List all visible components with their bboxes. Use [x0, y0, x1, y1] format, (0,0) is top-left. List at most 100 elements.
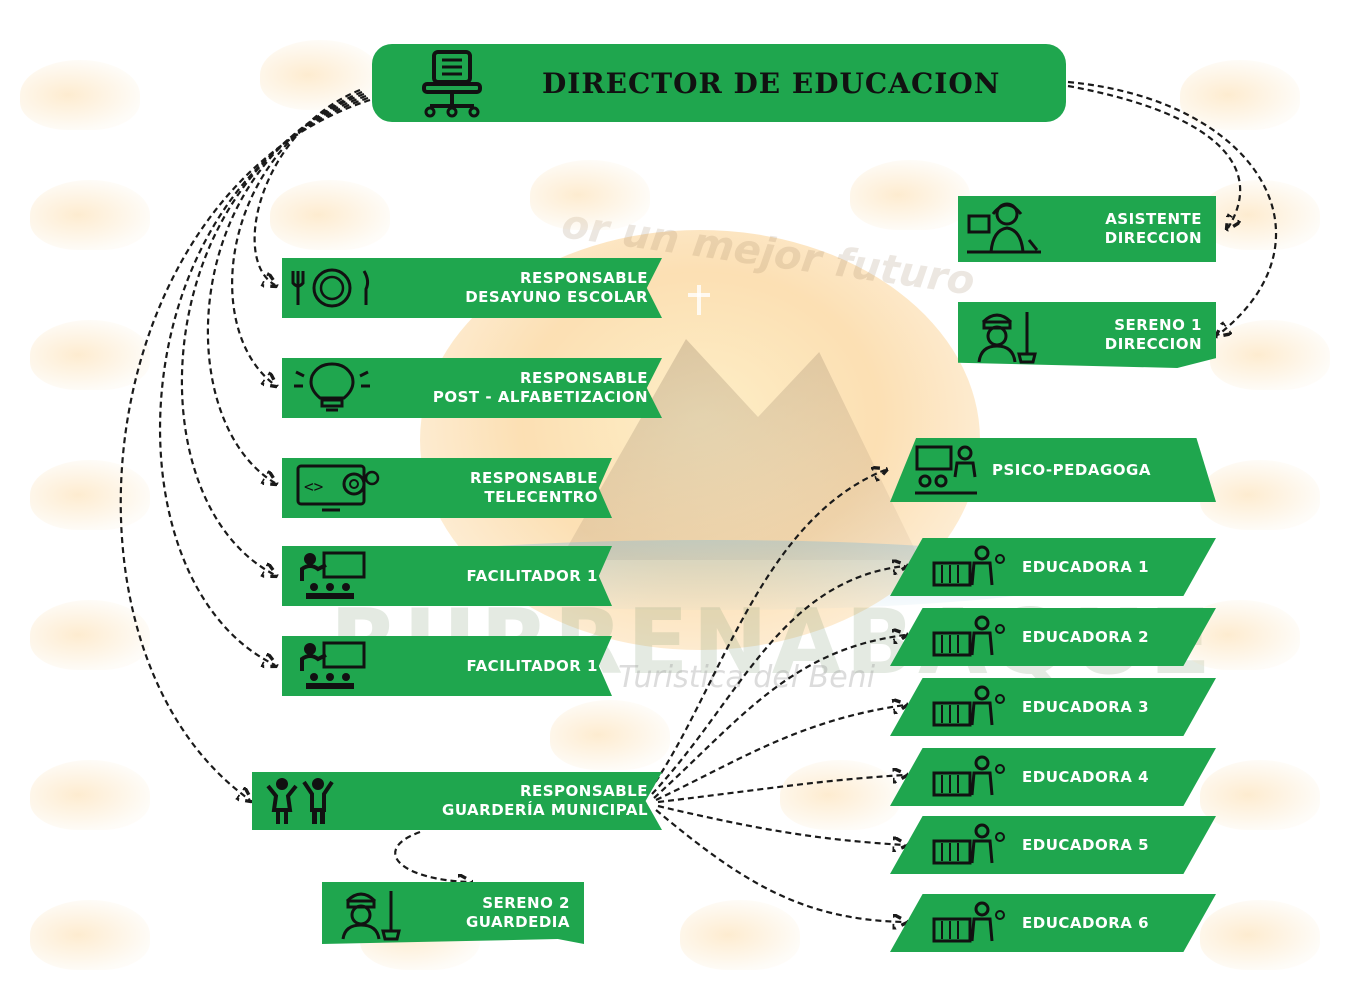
facilitador-a-box[interactable]: FACILITADOR 1	[282, 546, 612, 606]
crib-caregiver-icon	[890, 615, 1022, 659]
educadora-2-label: EDUCADORA 2	[1022, 627, 1150, 646]
educadora-2-box[interactable]: EDUCADORA 2	[890, 608, 1216, 666]
watermark-logo-tile	[260, 40, 380, 110]
sereno2-box[interactable]: SERENO 2 GUARDEDIA	[322, 882, 584, 944]
telecentro-line1: RESPONSABLE	[469, 469, 598, 487]
crib-caregiver-icon	[890, 685, 1022, 729]
watermark-logo-tile	[1200, 460, 1320, 530]
janitor-icon	[958, 306, 1050, 364]
lightbulb-icon	[282, 362, 382, 414]
psico-box[interactable]: PSICO-PEDAGOGA	[890, 438, 1216, 502]
connector-guarderia-educadora-6	[655, 809, 905, 922]
connector-director-telecentro	[206, 92, 365, 483]
computer-code-gear-icon: <>	[282, 462, 392, 514]
connector-guarderia-educadora-2	[653, 635, 905, 799]
crib-caregiver-icon	[890, 755, 1022, 799]
watermark-logo-tile	[20, 60, 140, 130]
janitor-icon	[322, 885, 414, 941]
asistente-line2: DIRECCION	[1104, 229, 1202, 247]
director-label: DIRECTOR DE EDUCACION	[542, 66, 1001, 100]
connector-guarderia-educadora-1	[651, 566, 905, 795]
watermark-logo-tile	[30, 900, 150, 970]
facilitador-a-label: FACILITADOR 1	[466, 566, 598, 585]
educadora-3-label: EDUCADORA 3	[1022, 697, 1150, 716]
watermark-logo-tile	[30, 760, 150, 830]
telecentro-box[interactable]: <> RESPONSABLE TELECENTRO	[282, 458, 612, 518]
educadora-5-label: EDUCADORA 5	[1022, 835, 1150, 854]
educadora-1-box[interactable]: EDUCADORA 1	[890, 538, 1216, 596]
postalfa-line1: RESPONSABLE	[519, 369, 648, 387]
guarderia-box[interactable]: RESPONSABLE GUARDERÍA MUNICIPAL	[252, 772, 662, 830]
connector-director-guarderia	[119, 98, 371, 800]
connector-guarderia-educadora-3	[655, 705, 905, 801]
asistente-line1: ASISTENTE	[1105, 210, 1202, 228]
sereno2-line2: GUARDEDIA	[465, 913, 570, 931]
connector-guarderia-educadora-4	[657, 775, 905, 804]
sereno1-line1: SERENO 1	[1114, 316, 1202, 334]
asistente-box[interactable]: ASISTENTE DIRECCION	[958, 196, 1216, 262]
watermark-logo-tile	[1200, 900, 1320, 970]
watermark-logo-tile	[550, 700, 670, 770]
watermark-logo-tile	[1200, 760, 1320, 830]
facilitador-b-box[interactable]: FACILITADOR 1	[282, 636, 612, 696]
watermark-logo-tile	[30, 460, 150, 530]
office-chair-icon	[372, 48, 512, 118]
desayuno-line2: DESAYUNO ESCOLAR	[465, 288, 648, 306]
connector-guarderia-psico	[649, 470, 885, 791]
sereno1-label: SERENO 1 DIRECCION	[1050, 316, 1216, 354]
watermark-logo-tile	[30, 320, 150, 390]
facilitador-b-label: FACILITADOR 1	[466, 656, 598, 675]
watermark-logo-tile	[1180, 60, 1300, 130]
svg-text:<>: <>	[304, 477, 323, 496]
desayuno-box[interactable]: RESPONSABLE DESAYUNO ESCOLAR	[282, 258, 662, 318]
sereno1-line2: DIRECCION	[1104, 335, 1202, 353]
watermark-logo-tile	[270, 180, 390, 250]
connector-guarderia-sereno2	[394, 830, 470, 882]
guarderia-line2: GUARDERÍA MUNICIPAL	[442, 801, 648, 819]
educadora-4-label: EDUCADORA 4	[1022, 767, 1150, 786]
classroom-icon	[890, 443, 992, 497]
guarderia-line1: RESPONSABLE	[519, 782, 648, 800]
connector-director-sereno1	[1067, 80, 1277, 335]
connector-director-desayuno	[253, 88, 361, 285]
guarderia-label: RESPONSABLE GUARDERÍA MUNICIPAL	[348, 782, 662, 820]
watermark-logo-tile	[680, 900, 800, 970]
desayuno-line1: RESPONSABLE	[519, 269, 648, 287]
children-icon	[252, 776, 348, 826]
desayuno-label: RESPONSABLE DESAYUNO ESCOLAR	[382, 269, 662, 307]
sereno1-box[interactable]: SERENO 1 DIRECCION	[958, 302, 1216, 368]
watermark-cross-icon	[688, 285, 710, 315]
connector-guarderia-educadora-5	[657, 804, 905, 845]
teacher-board-icon	[282, 551, 382, 601]
educadora-5-box[interactable]: EDUCADORA 5	[890, 816, 1216, 874]
watermark-logo-tile	[850, 160, 970, 230]
watermark-logo-tile	[30, 600, 150, 670]
director-box[interactable]: DIRECTOR DE EDUCACION	[372, 44, 1066, 122]
crib-caregiver-icon	[890, 901, 1022, 945]
postalfa-line2: POST - ALFABETIZACION	[432, 388, 648, 406]
plate-cutlery-icon	[282, 265, 382, 311]
crib-caregiver-icon	[890, 823, 1022, 867]
telecentro-label: RESPONSABLE TELECENTRO	[392, 469, 612, 507]
educadora-6-label: EDUCADORA 6	[1022, 913, 1150, 932]
educadora-6-box[interactable]: EDUCADORA 6	[890, 894, 1216, 952]
secretary-icon	[958, 200, 1050, 258]
teacher-board-icon	[282, 641, 382, 691]
connector-director-postalfa	[231, 90, 363, 385]
educadora-4-box[interactable]: EDUCADORA 4	[890, 748, 1216, 806]
telecentro-line2: TELECENTRO	[484, 488, 598, 506]
postalfa-box[interactable]: RESPONSABLE POST - ALFABETIZACION	[282, 358, 662, 418]
watermark-subtitle: ... Turistica del Beni	[580, 660, 876, 695]
watermark-logo-tile	[30, 180, 150, 250]
educadora-1-label: EDUCADORA 1	[1022, 557, 1150, 576]
sereno2-line1: SERENO 2	[482, 894, 570, 912]
educadora-3-box[interactable]: EDUCADORA 3	[890, 678, 1216, 736]
sereno2-label: SERENO 2 GUARDEDIA	[414, 894, 584, 932]
crib-caregiver-icon	[890, 545, 1022, 589]
postalfa-label: RESPONSABLE POST - ALFABETIZACION	[382, 369, 662, 407]
asistente-label: ASISTENTE DIRECCION	[1050, 210, 1216, 248]
watermark-logo-tile	[530, 160, 650, 230]
watermark-logo-tile	[780, 760, 900, 830]
